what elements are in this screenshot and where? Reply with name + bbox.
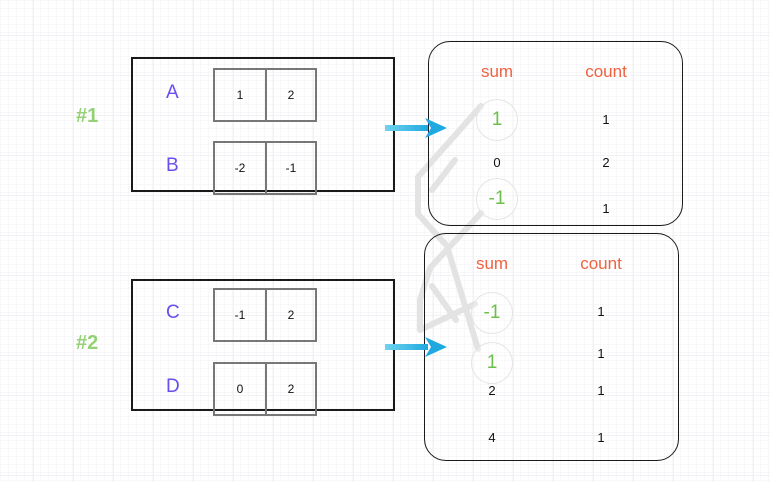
group-label-1: #1	[76, 105, 99, 127]
table1-row1-sum: 0	[493, 155, 501, 170]
row-cells-a: 1 2	[213, 68, 317, 122]
table1-header-sum: sum	[480, 62, 514, 81]
cell-c-1: 2	[265, 290, 315, 340]
table2-row2-count: 1	[597, 383, 605, 398]
cell-b-0: -2	[234, 161, 246, 175]
partition-box-1	[131, 57, 395, 192]
row-cells-c: -1 2	[213, 288, 317, 342]
table1-row0-count: 1	[602, 112, 610, 127]
table2-row2-sum: 2	[488, 383, 496, 398]
table1-header-count: count	[585, 62, 627, 81]
cell-a-0: 1	[236, 88, 244, 102]
table2-row1-sum: 1	[486, 352, 498, 373]
highlight-circle-t2-r1	[471, 342, 513, 384]
table1-row2-sum: -1	[488, 188, 506, 209]
table2-row0-sum: -1	[483, 302, 501, 323]
table1-row1-count: 2	[602, 155, 610, 170]
table1-row0-sum: 1	[491, 109, 503, 130]
table1-row2-count: 1	[602, 201, 610, 216]
highlight-circle-t1-r2	[476, 178, 518, 220]
cell-c-0: -1	[234, 308, 246, 322]
table2-row3-count: 1	[597, 430, 605, 445]
row-label-c: C	[166, 302, 180, 323]
table2-row1-count: 1	[597, 346, 605, 361]
row-label-b: B	[166, 155, 179, 176]
table2-row3-sum: 4	[488, 430, 496, 445]
table2-header-sum: sum	[475, 254, 509, 273]
cell-b-1: -1	[265, 143, 315, 193]
highlight-circle-t2-r0	[471, 292, 513, 334]
row-cells-d: 0 2	[213, 362, 317, 416]
cell-d-0: 0	[236, 382, 244, 396]
cell-d-1: 2	[265, 364, 315, 414]
table2-row0-count: 1	[597, 304, 605, 319]
highlight-circle-t1-r0	[476, 99, 518, 141]
row-cells-b: -2 -1	[213, 141, 317, 195]
table2-header-count: count	[580, 254, 622, 273]
row-label-a: A	[166, 82, 179, 103]
row-label-d: D	[166, 376, 180, 397]
cell-a-1: 2	[265, 70, 315, 120]
group-label-2: #2	[76, 332, 99, 354]
